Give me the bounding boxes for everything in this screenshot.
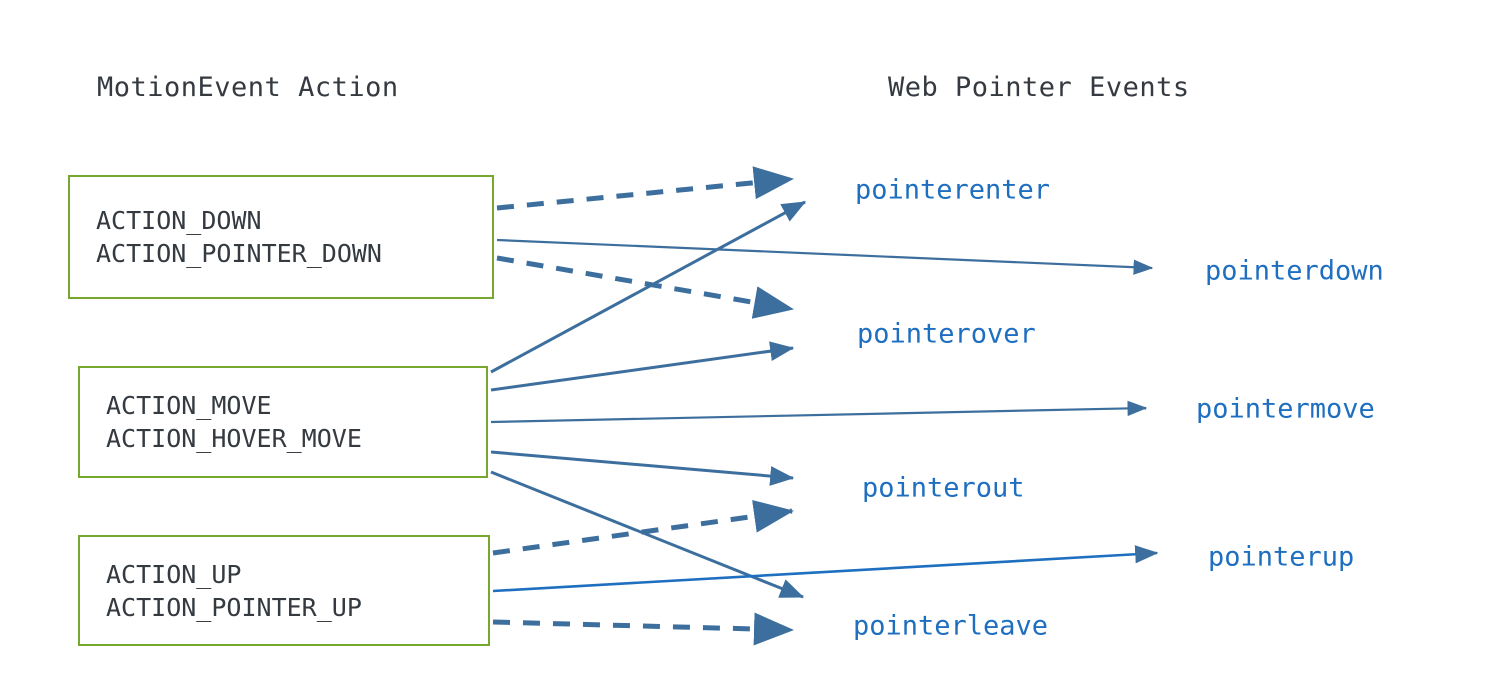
action-label: ACTION_POINTER_UP — [106, 592, 362, 622]
edge-down-to-pointerover — [496, 255, 794, 319]
edge-move-to-pointerleave — [490, 470, 805, 599]
edge-move-to-pointermove — [490, 400, 1148, 424]
event-label-pointerdown[interactable]: pointerdown — [1205, 255, 1384, 287]
event-label-pointerenter[interactable]: pointerenter — [855, 174, 1051, 206]
event-label-pointerover[interactable]: pointerover — [857, 318, 1036, 350]
edge-down-to-pointerdown — [496, 238, 1154, 275]
edge-up-to-pointerout — [492, 499, 794, 556]
action-label: ACTION_DOWN — [96, 206, 262, 235]
edge-move-to-pointerout — [490, 450, 795, 486]
event-label-pointermove[interactable]: pointermove — [1196, 393, 1375, 425]
edge-move-to-pointerenter — [490, 200, 807, 374]
event-label-pointerup[interactable]: pointerup — [1208, 541, 1355, 573]
event-label-pointerout[interactable]: pointerout — [862, 472, 1025, 504]
action-label: ACTION_MOVE — [106, 391, 272, 420]
edge-down-to-pointerenter — [496, 166, 794, 211]
edge-move-to-pointerover — [490, 341, 795, 392]
edge-up-to-pointerleave — [492, 612, 794, 646]
event-label-pointerleave[interactable]: pointerleave — [853, 610, 1049, 642]
action-box-up[interactable]: ACTION_UP ACTION_POINTER_UP — [78, 535, 490, 646]
action-label: ACTION_POINTER_DOWN — [96, 239, 382, 268]
column-heading-motionevent: MotionEvent Action — [97, 72, 399, 103]
action-box-move[interactable]: ACTION_MOVE ACTION_HOVER_MOVE — [78, 366, 488, 478]
action-label: ACTION_HOVER_MOVE — [106, 424, 362, 453]
edge-up-to-pointerup — [492, 545, 1159, 593]
action-label: ACTION_UP — [106, 559, 242, 589]
column-heading-web-pointer-events: Web Pointer Events — [888, 72, 1190, 103]
action-box-down[interactable]: ACTION_DOWN ACTION_POINTER_DOWN — [68, 175, 494, 299]
